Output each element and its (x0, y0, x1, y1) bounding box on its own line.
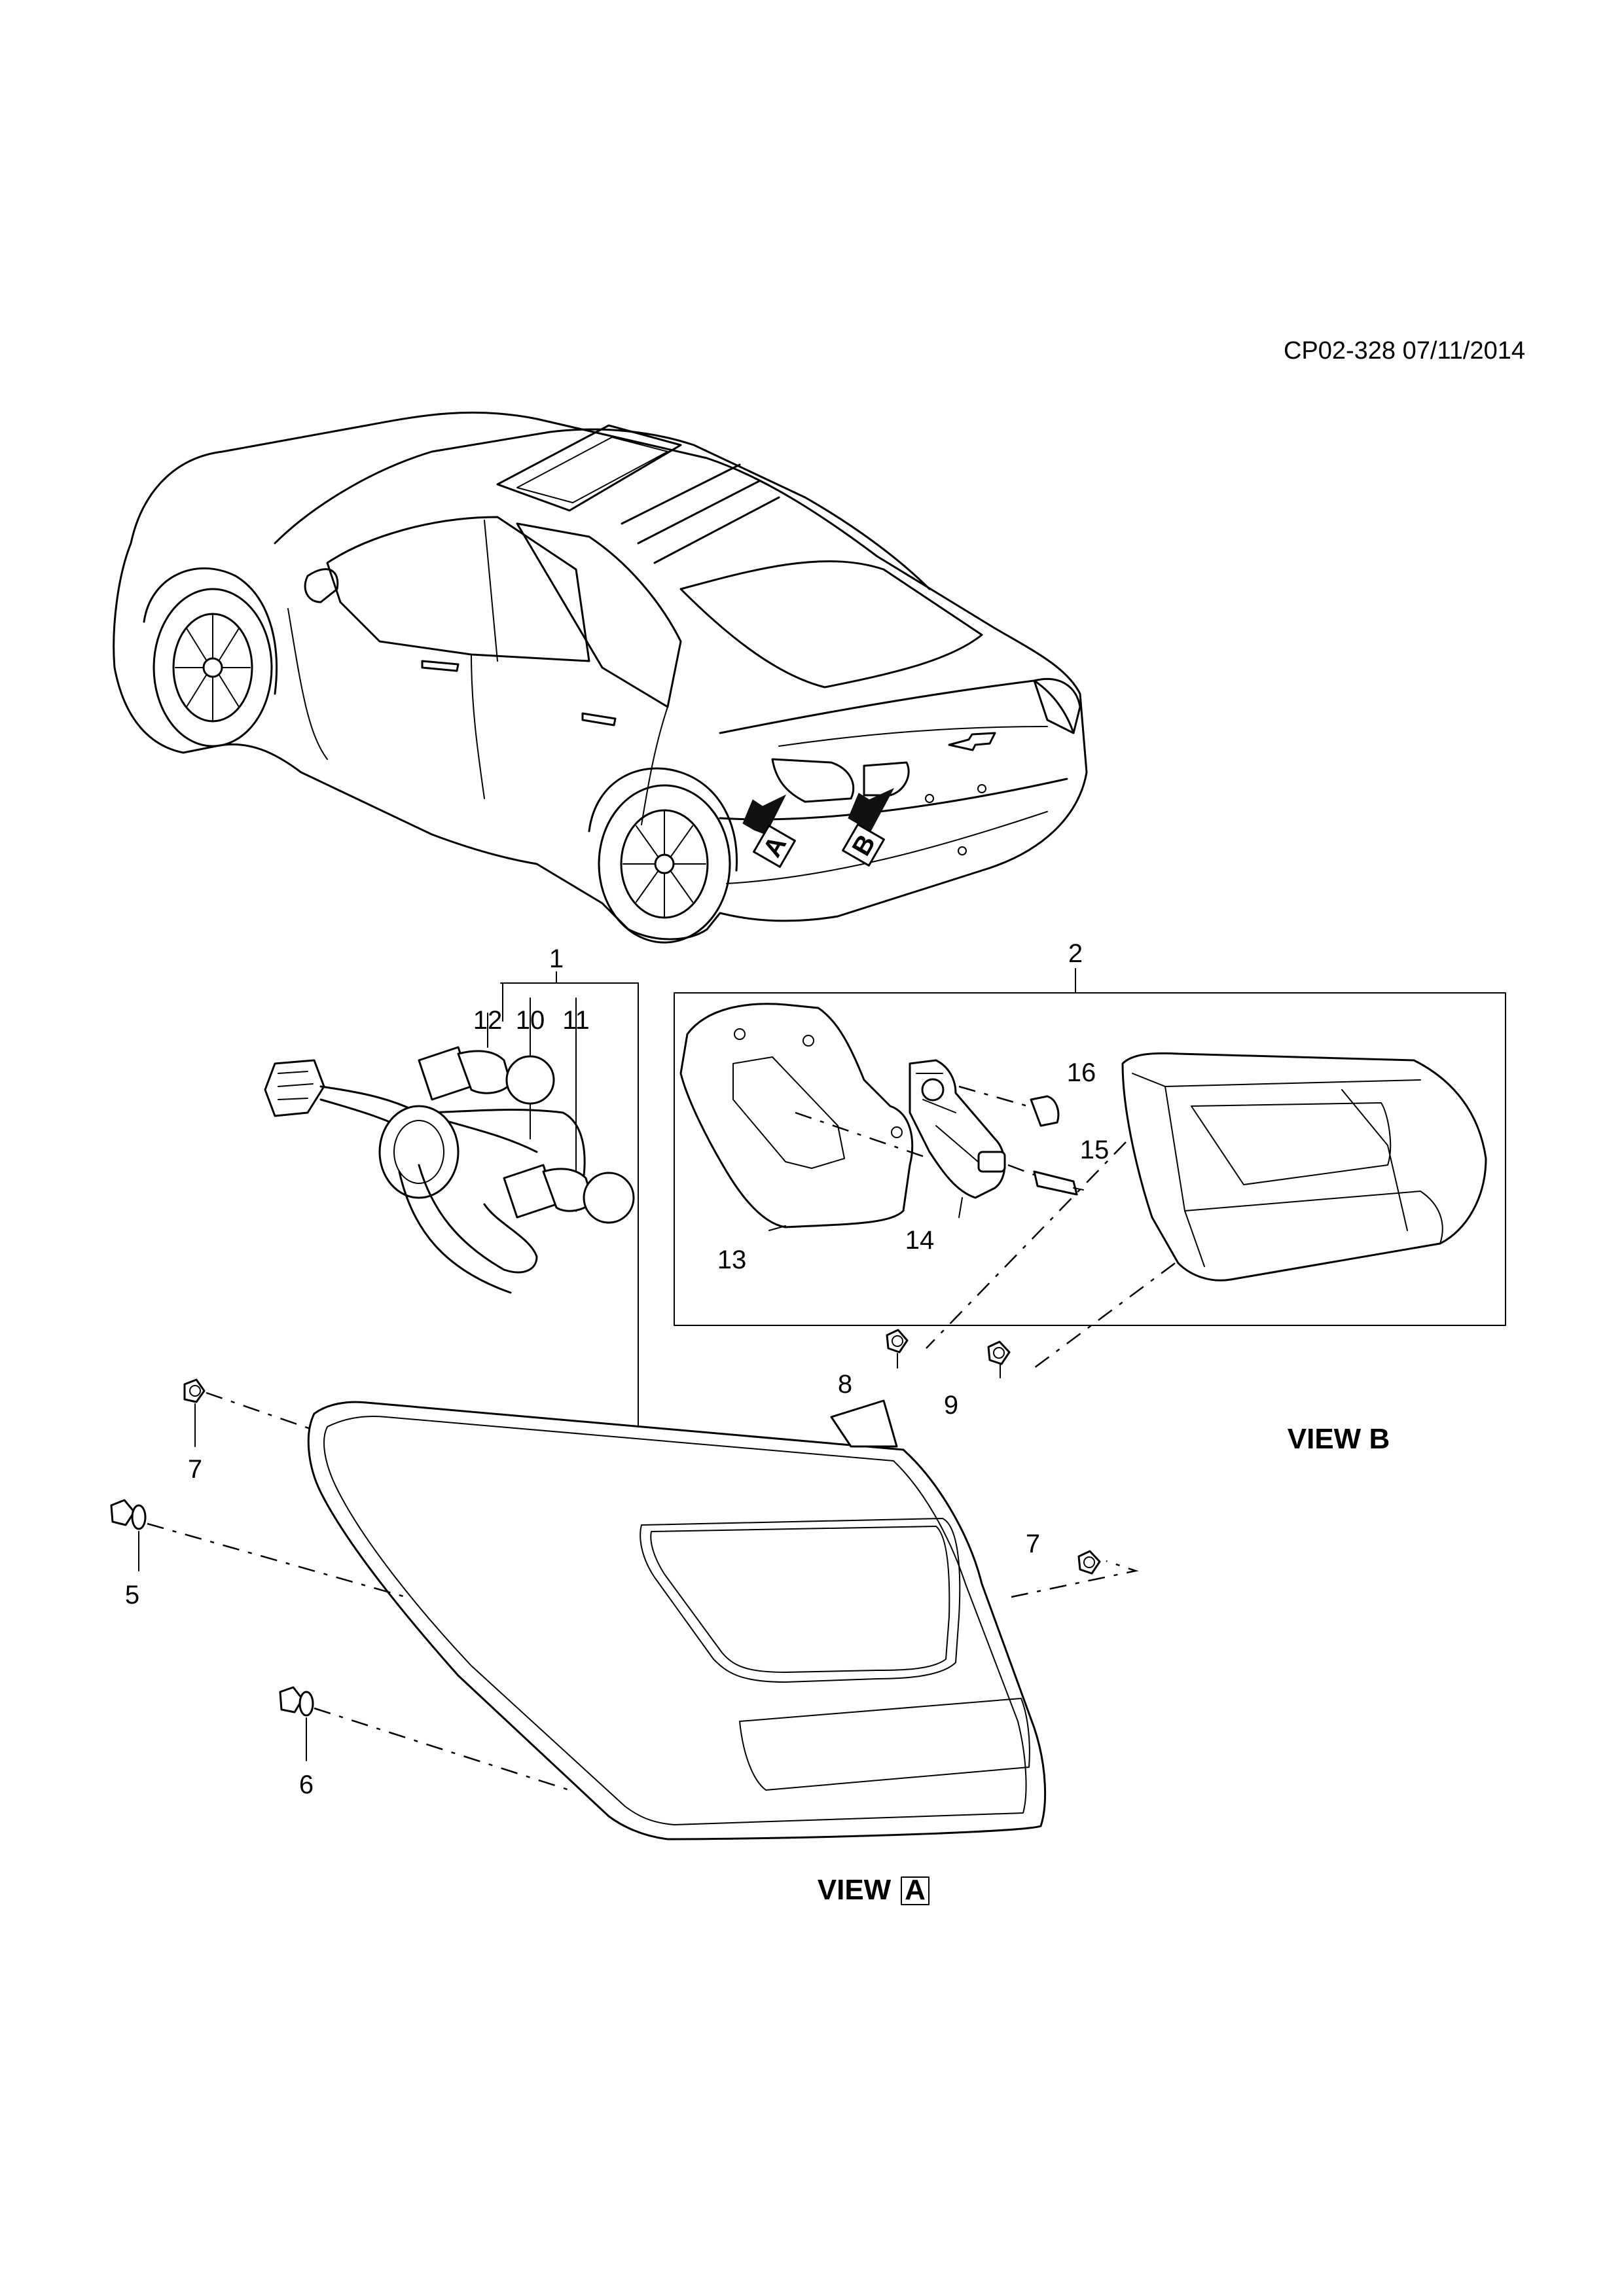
callout-14: 14 (905, 1226, 935, 1255)
fastener-9 (987, 1340, 1011, 1378)
fastener-5 (110, 1499, 147, 1530)
outer-tail-lamp (307, 1399, 1047, 1840)
callout-arrow-b: B (842, 787, 895, 867)
callout-9: 9 (944, 1391, 958, 1420)
callout-11: 11 (562, 1006, 590, 1035)
callout-8: 8 (838, 1370, 852, 1399)
fastener-8 (886, 1329, 909, 1369)
view-a-letter: A (905, 1874, 926, 1906)
view-a-letter-box (901, 1876, 929, 1905)
inner-gasket-13 (679, 1003, 914, 1231)
callout-13: 13 (717, 1246, 747, 1274)
view-b-title: VIEW B (1288, 1423, 1390, 1455)
view-a-title: VIEW (818, 1874, 892, 1906)
callout-5: 5 (125, 1581, 139, 1609)
fastener-6 (279, 1686, 314, 1717)
callout-10: 10 (516, 1006, 545, 1035)
fastener-7-right (1077, 1550, 1101, 1575)
fastener-7-upper-left (183, 1378, 206, 1403)
callout-2: 2 (1068, 939, 1083, 968)
bulb-harness-assembly (264, 971, 639, 1437)
bulb-16 (958, 1085, 1060, 1127)
callout-16: 16 (1067, 1058, 1096, 1087)
callout-12: 12 (473, 1006, 503, 1035)
bulb-15 (1007, 1164, 1084, 1196)
drawing-reference: CP02-328 07/11/2014 (1284, 337, 1525, 365)
view-b-frame (674, 992, 1506, 1326)
callout-arrow-a: A (742, 794, 796, 868)
callout-7-upper: 7 (188, 1455, 202, 1484)
socket-harness-14 (909, 1059, 1006, 1218)
inner-tail-lamp-2 (1121, 1052, 1487, 1282)
car-illustration (113, 411, 1088, 944)
callout-6: 6 (299, 1770, 314, 1799)
callout-15: 15 (1080, 1136, 1110, 1164)
callout-1: 1 (549, 944, 564, 973)
callout-7-right: 7 (1026, 1530, 1040, 1558)
